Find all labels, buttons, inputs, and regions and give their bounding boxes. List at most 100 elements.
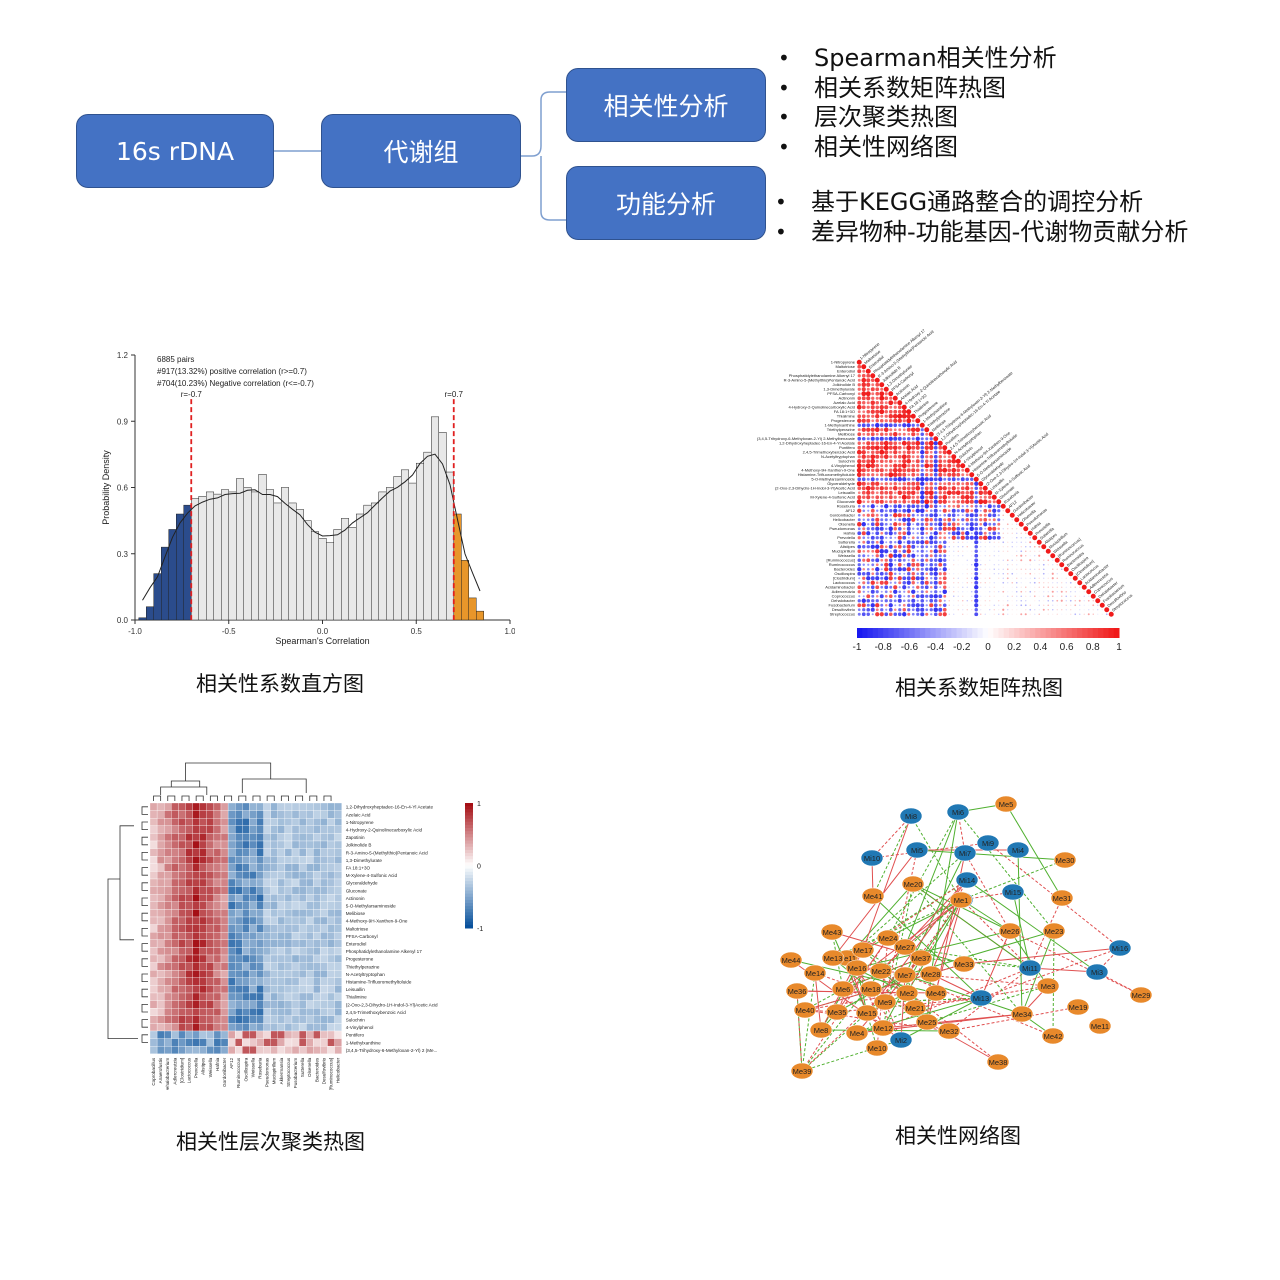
matrix-cell [915, 576, 920, 581]
matrix-cell [980, 582, 982, 584]
matrix-cell [980, 604, 982, 606]
heatmap-cell [334, 871, 342, 880]
matrix-cell [1016, 555, 1018, 557]
heatmap-cell [249, 848, 257, 857]
matrix-cell [1097, 613, 1099, 615]
heatmap-cell [320, 1008, 328, 1016]
heatmap-cell [256, 886, 264, 895]
heatmap-cell [227, 810, 236, 819]
matrix-cell [1029, 550, 1031, 552]
matrix-cell [984, 586, 986, 588]
matrix-cell [1034, 600, 1036, 602]
matrix-cell [888, 553, 893, 558]
matrix-cell [1054, 557, 1060, 563]
heatmap-cell [227, 916, 236, 925]
heatmap-cell [320, 924, 328, 933]
matrix-cell [1029, 595, 1031, 597]
node-label: Mi16 [1112, 944, 1128, 953]
node-label: Me41 [864, 892, 883, 901]
matrix-cell [929, 527, 933, 531]
matrix-cell [988, 509, 992, 513]
network-edge [862, 815, 912, 951]
matrix-cell [1020, 577, 1022, 579]
matrix-cell [897, 454, 902, 459]
matrix-cell [983, 513, 987, 517]
matrix-cell [893, 499, 898, 504]
matrix-cell [925, 509, 929, 513]
matrix-cell [884, 482, 888, 486]
node-shape [905, 841, 929, 859]
heatmap-cell [249, 886, 257, 895]
matrix-row-label: PFSA-Carbonyl [827, 391, 855, 396]
heatmap-cell [199, 1000, 207, 1009]
heatmap-cell [291, 977, 300, 986]
matrix-cell [952, 518, 956, 522]
matrix-cell [1014, 517, 1020, 523]
matrix-cell [989, 613, 991, 615]
heatmap-cell [156, 825, 165, 834]
heatmap-cell [206, 962, 215, 971]
histogram-bar [476, 610, 484, 621]
matrix-cell [969, 513, 974, 518]
matrix-cell [951, 490, 956, 495]
matrix-cell [889, 585, 893, 589]
heatmap-cell [213, 886, 222, 895]
matrix-cell [901, 463, 907, 469]
matrix-cell [938, 499, 943, 504]
heatmap-cell [164, 1015, 172, 1024]
heatmap-cell [164, 916, 172, 925]
heatmap-cell [199, 886, 207, 895]
heatmap-cell [270, 909, 278, 918]
matrix-cell [934, 482, 938, 486]
node-label: Mi5 [911, 846, 923, 855]
matrix-cell [971, 555, 973, 557]
heatmap-row-label: Azelaic Acid [346, 812, 371, 817]
heatmap-cell [220, 970, 229, 978]
node-shape [969, 989, 993, 1007]
heatmap-cell [242, 992, 250, 1001]
heatmap-cell [313, 901, 321, 910]
matrix-cell [902, 437, 906, 441]
heatmap-cell [227, 1046, 236, 1054]
matrix-cell [879, 454, 884, 459]
matrix-cell [902, 576, 907, 581]
matrix-cell [867, 554, 870, 557]
matrix-row-label: R-3-Amino-5-(Methylthio)Pentanoic Acid [784, 378, 855, 383]
matrix-cell [957, 555, 959, 557]
matrix-cell [925, 590, 929, 594]
matrix-cell [1047, 613, 1049, 615]
colorbar-segment [1071, 628, 1078, 638]
node-label: Me30 [1056, 856, 1075, 865]
matrix-cell [929, 468, 934, 473]
matrix-cell [857, 590, 861, 594]
matrix-cell [870, 535, 875, 540]
matrix-cell [1036, 539, 1042, 545]
matrix-cell [980, 595, 982, 597]
matrix-cell [906, 454, 911, 459]
heatmap-cell [320, 1015, 328, 1024]
matrix-cell [1097, 609, 1099, 611]
matrix-cell [987, 513, 992, 518]
heatmap-cell [185, 810, 193, 819]
matrix-cell [897, 553, 902, 558]
matrix-row-label: Alistipes [840, 544, 855, 549]
heatmap-cell [171, 939, 179, 948]
matrix-cell [879, 432, 884, 437]
matrix-cell [906, 418, 912, 424]
matrix-cell [862, 509, 866, 513]
histogram-bar [251, 491, 259, 621]
heatmap-cell [178, 1023, 186, 1032]
matrix-cell [906, 517, 911, 522]
matrix-cell [916, 567, 920, 571]
matrix-row-label: 4-Vinylphenol [831, 463, 855, 468]
matrix-cell [884, 599, 888, 603]
matrix-cell [974, 553, 979, 558]
heatmap-cell [171, 924, 179, 933]
matrix-cell [884, 495, 888, 499]
heatmap-col-label: Alistipes [201, 1057, 206, 1075]
matrix-cell [862, 500, 866, 504]
matrix-cell [857, 374, 861, 378]
matrix-cell [888, 414, 893, 419]
matrix-cell [989, 559, 991, 561]
microbe-node: Mi11 [1018, 959, 1042, 977]
